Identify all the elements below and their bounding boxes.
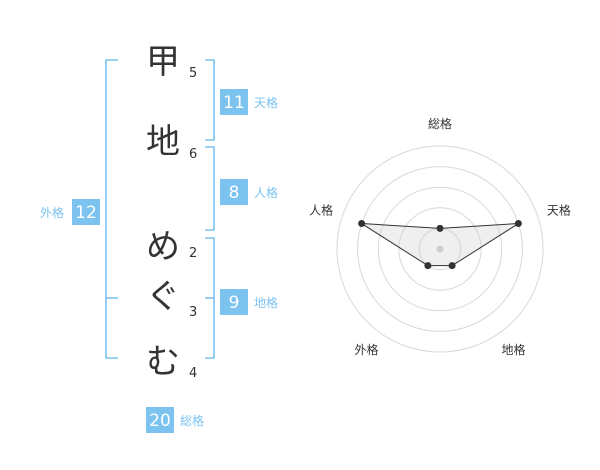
chikaku-label: 地格	[254, 295, 278, 310]
radar-center	[436, 245, 444, 253]
name-char-3: め	[146, 227, 180, 267]
soukaku-badge	[146, 407, 174, 433]
radar-label-chikaku: 地格	[501, 342, 525, 357]
name-char-5: む	[146, 342, 180, 382]
radar-point	[514, 220, 522, 228]
radar-ring	[398, 207, 482, 291]
stroke-count-3: 2	[189, 246, 197, 261]
name-char-1: 甲	[146, 42, 180, 82]
gaikaku-badge	[72, 199, 100, 225]
radar-point	[448, 262, 456, 270]
radar-label-tenkaku: 天格	[547, 202, 571, 217]
chikaku-value: 9	[229, 293, 240, 313]
tenkaku-label: 天格	[254, 95, 278, 110]
radar-point	[424, 262, 432, 270]
radar-points	[358, 220, 522, 270]
radar-label-soukaku: 総格	[428, 116, 452, 131]
stroke-count-4: 3	[189, 305, 197, 320]
radar-point	[358, 220, 366, 228]
chikaku-badge	[220, 289, 248, 315]
tenkaku-value: 11	[223, 93, 245, 113]
name-char-2: 地	[146, 122, 180, 162]
radar-label-jinkaku: 人格	[309, 202, 333, 217]
radar-ring	[336, 145, 544, 353]
stroke-count-2: 6	[189, 147, 197, 162]
radar-ring	[357, 166, 523, 332]
radar-chart: 総格 天格 地格 外格 人格	[309, 116, 571, 357]
radar-grid	[336, 145, 544, 353]
jinkaku-badge	[220, 179, 248, 205]
stroke-count-1: 5	[189, 66, 197, 81]
jinkaku-value: 8	[229, 183, 240, 203]
gaikaku-value: 12	[75, 203, 97, 223]
soukaku-value: 20	[149, 411, 171, 431]
name-char-4: ぐ	[146, 277, 180, 317]
radar-label-gaikaku: 外格	[355, 342, 379, 357]
radar-polygon	[361, 223, 519, 267]
gaikaku-bracket	[105, 59, 118, 359]
jinkaku-bracket	[205, 146, 215, 231]
radar-point	[436, 224, 444, 232]
radar-ring	[377, 186, 503, 312]
gaikaku-label: 外格	[40, 205, 64, 220]
tenkaku-bracket	[205, 59, 215, 141]
tenkaku-badge	[220, 89, 248, 115]
stroke-count-5: 4	[189, 366, 197, 381]
jinkaku-label: 人格	[254, 185, 278, 200]
soukaku-label: 総格	[180, 413, 204, 428]
